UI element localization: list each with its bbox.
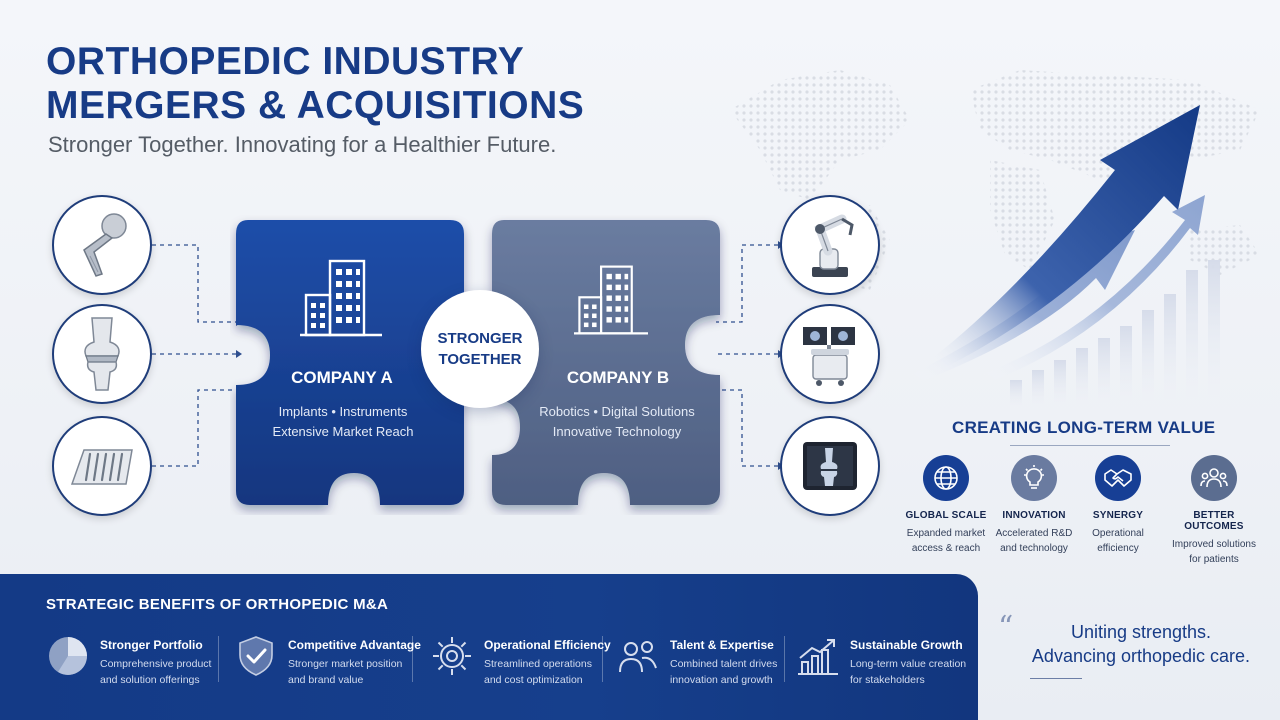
benefit-title: Competitive Advantage (288, 638, 421, 652)
knee-joint-circle (52, 304, 152, 404)
page-title: ORTHOPEDIC INDUSTRY MERGERS & ACQUISITIO… (46, 40, 584, 128)
value-desc-line: access & reach (911, 543, 981, 554)
value-description: Expanded market access & reach (901, 526, 991, 556)
benefit-desc-line: and solution offerings (100, 674, 200, 686)
company-b-description: Robotics • Digital Solutions Innovative … (507, 402, 727, 442)
value-label: INNOVATION (1002, 510, 1066, 521)
building-icon (300, 259, 382, 337)
value-section-title: CREATING LONG-TERM VALUE (952, 418, 1216, 437)
benefit-title: Talent & Expertise (670, 638, 774, 652)
robotic-arm-circle (780, 195, 880, 295)
value-description: Operational efficiency (1073, 526, 1163, 556)
company-a-line-2: Extensive Market Reach (272, 424, 414, 439)
company-b-line-2: Innovative Technology (552, 424, 682, 439)
growth-chart-icon (798, 639, 838, 675)
company-a-description: Implants • Instruments Extensive Market … (233, 402, 453, 442)
gear-icon (433, 637, 471, 675)
title-line-2: MERGERS & ACQUISITIONS (46, 84, 585, 127)
value-item-better-outcomes: BETTER OUTCOMES Improved solutions for p… (1169, 455, 1259, 567)
quote-mark-icon: “ (998, 610, 1014, 645)
team-icon (619, 641, 657, 673)
value-label: BETTER OUTCOMES (1184, 510, 1244, 532)
benefit-desc-line: Long-term value creation (850, 658, 967, 670)
benefit-desc-line: innovation and growth (670, 674, 773, 686)
badge-line-2: TOGETHER (438, 351, 522, 368)
quote-line-1: Uniting strengths. (1070, 622, 1212, 642)
benefit-description: Streamlined operations and cost optimiza… (484, 656, 592, 688)
people-icon (1191, 455, 1237, 501)
value-desc-line: Improved solutions (1172, 539, 1256, 550)
benefit-separator (412, 636, 413, 682)
closing-quote: Uniting strengths. Advancing orthopedic … (1026, 620, 1256, 668)
benefit-separator (218, 636, 219, 682)
benefit-desc-line: and brand value (288, 674, 364, 686)
hip-implant-circle (52, 195, 152, 295)
value-divider (1010, 445, 1170, 446)
benefit-description: Stronger market position and brand value (288, 656, 402, 688)
growth-bars (1010, 260, 1220, 410)
surgical-instruments-icon (70, 449, 133, 485)
robotic-arm-icon (812, 214, 854, 277)
instruments-circle (52, 416, 152, 516)
imaging-station-icon (803, 327, 855, 386)
benefit-desc-line: for stakeholders (850, 674, 925, 686)
title-line-1: ORTHOPEDIC INDUSTRY (46, 40, 525, 83)
company-a-piece (236, 220, 464, 505)
benefit-description: Long-term value creation for stakeholder… (850, 656, 966, 688)
value-label: SYNERGY (1092, 510, 1144, 521)
value-item-synergy: SYNERGY Operational efficiency (1073, 455, 1163, 556)
value-desc-line: for patients (1189, 554, 1239, 565)
benefit-desc-line: Streamlined operations (484, 658, 592, 670)
value-item-global-scale: GLOBAL SCALE Expanded market access & re… (901, 455, 991, 556)
value-desc-line: efficiency (1097, 543, 1139, 554)
company-b-line-1: Robotics • Digital Solutions (539, 404, 695, 419)
globe-icon (923, 455, 969, 501)
puzzle-graphic (236, 220, 720, 505)
company-b-piece (492, 220, 720, 505)
benefit-description: Combined talent drives innovation and gr… (670, 656, 777, 688)
pie-chart-icon (49, 637, 87, 675)
building-icon (574, 265, 648, 335)
value-description: Improved solutions for patients (1169, 537, 1259, 567)
value-desc-line: Expanded market (906, 528, 986, 539)
shield-check-icon (239, 636, 273, 676)
quote-line-2: Advancing orthopedic care. (1031, 646, 1251, 666)
handshake-icon (1095, 455, 1141, 501)
badge-line-1: STRONGER (437, 330, 523, 347)
benefit-separator (784, 636, 785, 682)
xray-tablet-circle (780, 416, 880, 516)
benefit-desc-line: Combined talent drives (670, 658, 778, 670)
benefit-description: Comprehensive product and solution offer… (100, 656, 211, 688)
benefit-desc-line: Comprehensive product (100, 658, 212, 670)
benefit-desc-line: and cost optimization (484, 674, 583, 686)
value-desc-line: and technology (1000, 543, 1068, 554)
benefit-desc-line: Stronger market position (288, 658, 403, 670)
quote-underline (1030, 678, 1082, 679)
value-desc-line: Operational (1092, 528, 1144, 539)
page-subtitle: Stronger Together. Innovating for a Heal… (48, 132, 557, 157)
strategic-benefits-bar: STRATEGIC BENEFITS OF ORTHOPEDIC M&A Str… (0, 574, 978, 720)
company-a-name: COMPANY A (291, 368, 393, 387)
benefit-title: Operational Efficiency (484, 638, 611, 652)
benefit-title: Sustainable Growth (850, 638, 963, 652)
hip-implant-icon (83, 213, 127, 277)
imaging-station-circle (780, 304, 880, 404)
knee-xray-tablet-icon (803, 442, 857, 490)
lightbulb-icon (1011, 455, 1057, 501)
stronger-together-badge: STRONGER TOGETHER (421, 290, 539, 408)
company-a-line-1: Implants • Instruments (278, 404, 408, 419)
benefits-title: STRATEGIC BENEFITS OF ORTHOPEDIC M&A (46, 596, 389, 613)
value-description: Accelerated R&D and technology (989, 526, 1079, 556)
value-item-innovation: INNOVATION Accelerated R&D and technolog… (989, 455, 1079, 556)
value-desc-line: Accelerated R&D (995, 528, 1073, 539)
knee-joint-icon (84, 317, 120, 391)
company-b-name: COMPANY B (566, 368, 670, 387)
benefit-separator (602, 636, 603, 682)
value-label: GLOBAL SCALE (905, 510, 987, 521)
benefit-title: Stronger Portfolio (100, 638, 203, 652)
growth-arrows-graphic (910, 105, 1220, 410)
